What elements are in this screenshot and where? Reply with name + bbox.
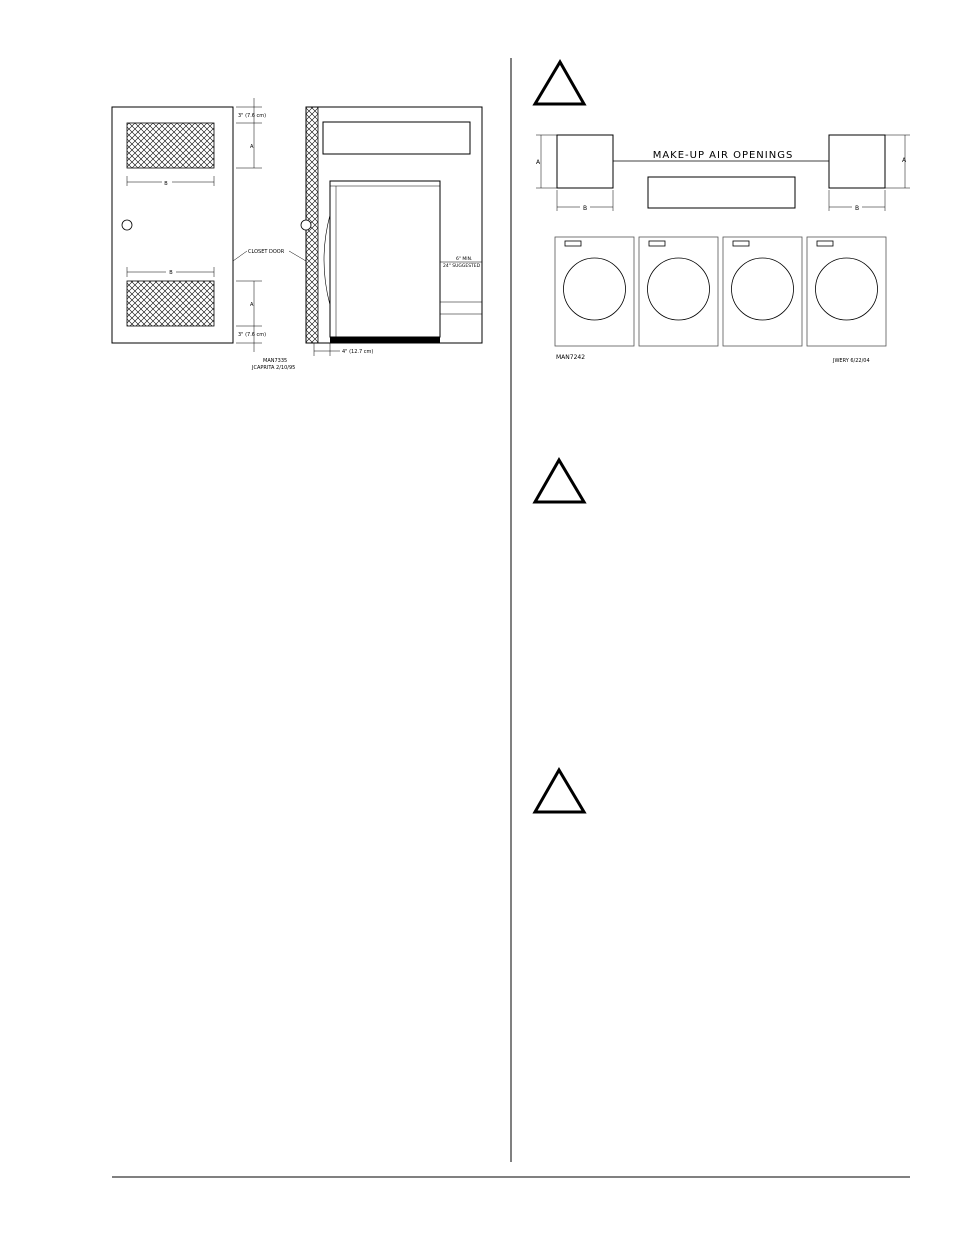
make-up-air-figure: MAKE-UP AIR OPENINGS A A B B MAN7242 JWE… xyxy=(536,135,910,364)
control-panel xyxy=(649,241,665,246)
closet-door-label: CLOSET DOOR xyxy=(248,249,285,255)
label-b-left: B xyxy=(583,205,587,212)
leader-line xyxy=(233,251,247,261)
drawing-id-right: MAN7242 xyxy=(556,354,585,361)
dryer-side-view xyxy=(330,181,440,337)
label-b-right: B xyxy=(855,205,859,212)
clearance-suggested-label: 24" SUGGESTED xyxy=(443,263,481,269)
label-a-right: A xyxy=(902,157,907,164)
dryer-front xyxy=(555,237,634,346)
drawing-author-left: JCAPRITA 2/10/95 xyxy=(251,365,295,371)
dryer-door xyxy=(732,258,794,320)
closet-installation-figure: B B 3" (7.6 cm) A A 3" (7.6 cm) CLOSET D… xyxy=(112,98,482,371)
label-a-left: A xyxy=(536,159,541,166)
air-opening-left xyxy=(557,135,613,188)
label-b-top: B xyxy=(164,181,168,187)
air-opening-right xyxy=(829,135,885,188)
warning-triangle-icon xyxy=(535,460,584,502)
drawing-author-right: JWERY 6/22/04 xyxy=(832,358,870,364)
dryer-cabinet xyxy=(807,237,886,346)
dryer-cabinet xyxy=(639,237,718,346)
dryer-door xyxy=(816,258,878,320)
warning-triangle-icon xyxy=(535,770,584,812)
door-knob xyxy=(122,220,132,230)
dryer-door xyxy=(564,258,626,320)
dryer-door-curve xyxy=(324,215,330,305)
drawing-id-left: MAN7335 xyxy=(263,358,287,364)
label-a-bottom: A xyxy=(250,302,254,308)
warning-triangle-icon xyxy=(535,62,584,104)
dim-top-label: 3" (7.6 cm) xyxy=(238,113,266,119)
overhead-shelf xyxy=(323,122,470,154)
dryer-front xyxy=(807,237,886,346)
side-door-knob xyxy=(301,220,311,230)
dryer-front xyxy=(723,237,802,346)
dryer-cabinet xyxy=(555,237,634,346)
lower-louver xyxy=(127,281,214,326)
control-panel xyxy=(733,241,749,246)
leader-line xyxy=(289,251,306,261)
make-up-air-title: MAKE-UP AIR OPENINGS xyxy=(653,150,794,161)
upper-louver xyxy=(127,123,214,168)
dim-bottom-label: 3" (7.6 cm) xyxy=(238,332,266,338)
control-panel xyxy=(817,241,833,246)
dryer-base xyxy=(330,337,440,343)
dryer-row xyxy=(555,237,886,346)
dim-rear-label: 4" (12.7 cm) xyxy=(342,349,373,355)
label-a-top: A xyxy=(250,144,254,150)
dryer-front xyxy=(639,237,718,346)
side-view-outline xyxy=(306,107,482,343)
label-b-bottom: B xyxy=(169,270,173,276)
clearance-min-label: 6" MIN. xyxy=(456,256,472,262)
dryer-cabinet xyxy=(723,237,802,346)
overhead-box xyxy=(648,177,795,208)
dryer-door xyxy=(648,258,710,320)
control-panel xyxy=(565,241,581,246)
